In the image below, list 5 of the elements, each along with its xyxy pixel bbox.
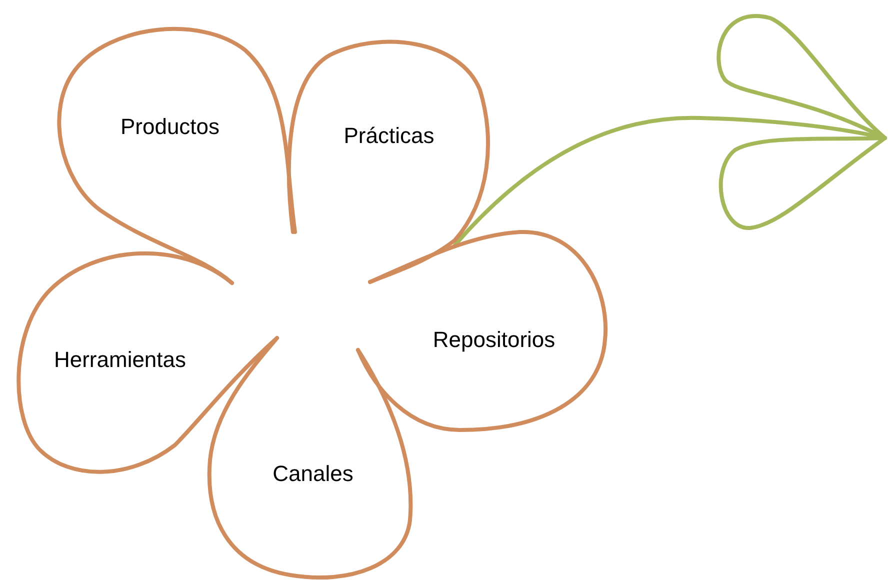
petal-label: Herramientas bbox=[54, 347, 186, 373]
petal-label: Repositorios bbox=[432, 327, 556, 353]
petal-label: Canales bbox=[272, 461, 354, 487]
petal-label: Prácticas bbox=[344, 123, 434, 149]
petal-label: Productos bbox=[120, 114, 220, 140]
